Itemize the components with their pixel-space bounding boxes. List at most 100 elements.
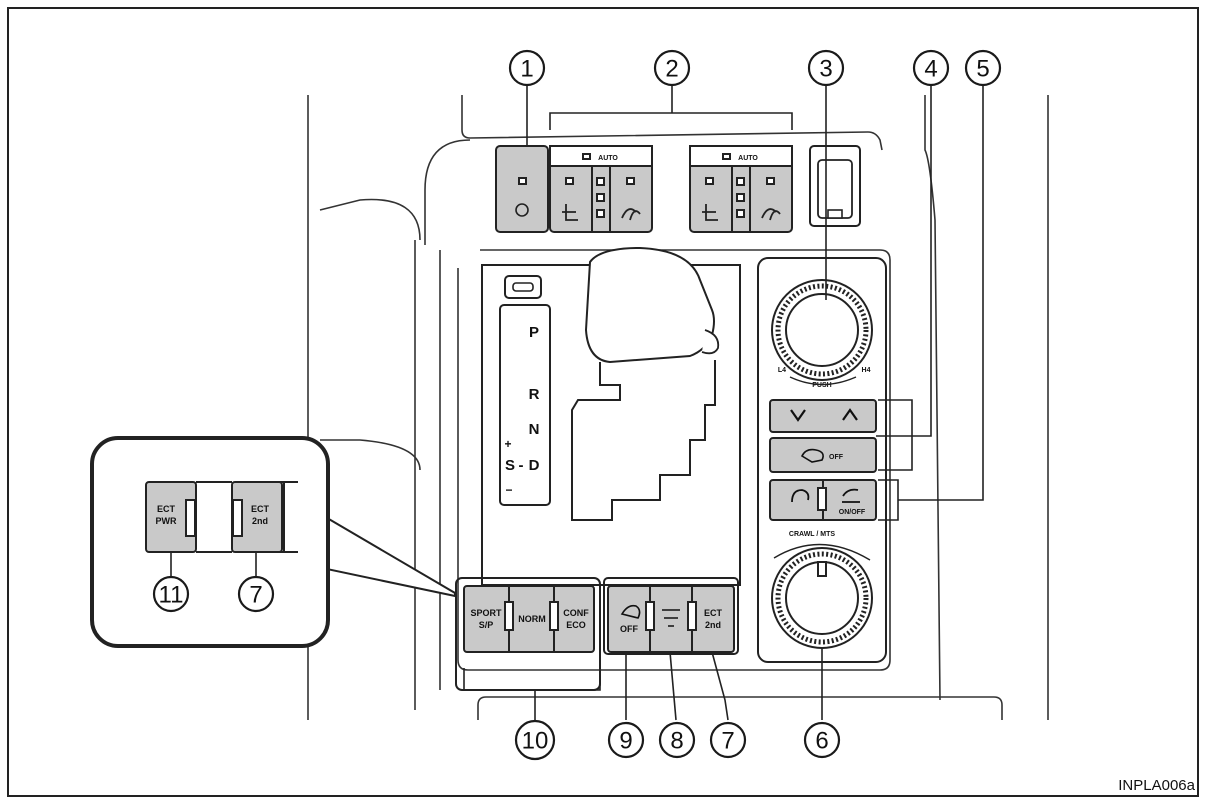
callout-1: 1 — [508, 49, 546, 87]
heater-led — [565, 177, 574, 185]
vent-led — [766, 177, 775, 185]
gear-n: N — [529, 421, 540, 438]
transfer-dial[interactable] — [785, 293, 859, 367]
auto-strip-right — [689, 145, 793, 167]
level-led — [596, 193, 605, 202]
shift-gate — [571, 360, 716, 521]
callout-4: 4 — [912, 49, 950, 87]
gear-r: R — [529, 386, 540, 403]
gear-indicator-plate — [499, 304, 551, 506]
indicator-led — [232, 499, 243, 537]
on-off-label: ON/OFF — [839, 509, 866, 516]
inset-zoom-panel — [90, 436, 330, 648]
console-left-trim — [414, 240, 441, 710]
seat-heat-icon — [702, 204, 718, 221]
auto-label-left: AUTO — [598, 155, 618, 162]
auto-strip-left — [549, 145, 653, 167]
inset-pwr-label: PWR — [156, 516, 177, 526]
callout-7: 7 — [709, 721, 747, 759]
console-right-edge — [924, 95, 941, 701]
level-led — [736, 177, 745, 186]
heater-led — [705, 177, 714, 185]
leader-line — [898, 86, 984, 501]
svg-text:5: 5 — [976, 56, 989, 83]
leader-line — [876, 86, 932, 437]
console-left-curve — [424, 139, 471, 245]
ect-label: ECT — [704, 608, 723, 618]
drive-assist-surround — [603, 577, 739, 655]
traction-off-label: OFF — [829, 454, 844, 461]
drive-assist-panel[interactable] — [607, 585, 735, 653]
auto-label-right: AUTO — [738, 155, 758, 162]
conf-label: CONF — [563, 608, 589, 618]
shift-lock-slot — [504, 275, 542, 299]
seat-vent-icon — [761, 208, 781, 221]
leader-bracket — [463, 668, 601, 691]
traction-icon — [800, 448, 824, 463]
left-trim-curve-2 — [320, 439, 421, 471]
crawl-mts-label: CRAWL / MTS — [789, 531, 835, 538]
indicator-led — [549, 601, 559, 631]
left-trim-curve — [319, 198, 421, 241]
gear-d: D — [529, 457, 540, 474]
dial-pointer — [817, 561, 827, 577]
zoom-pointer — [321, 513, 456, 598]
indicator-led — [504, 601, 514, 631]
level-led — [596, 209, 605, 218]
level-led — [736, 193, 745, 202]
svg-text:1: 1 — [520, 56, 533, 83]
callout-9: 9 — [607, 721, 645, 759]
downhill-assist-icon — [662, 609, 680, 627]
mode-arc — [773, 543, 871, 561]
seat-button-1[interactable] — [495, 145, 549, 233]
leader-line — [669, 651, 677, 721]
norm-label: NORM — [518, 614, 546, 624]
dial-label-l4: L4 — [778, 367, 786, 374]
svg-text:2: 2 — [665, 56, 678, 83]
gear-shift-knob[interactable] — [584, 246, 715, 364]
crawl-speed-button[interactable] — [769, 399, 877, 433]
shift-minus: − — [505, 483, 512, 497]
svg-text:11: 11 — [159, 582, 184, 609]
turn-assist-icon — [791, 489, 810, 503]
second-label: 2nd — [705, 620, 721, 630]
leader-bracket — [549, 112, 793, 130]
transfer-dial-knurl — [775, 283, 869, 377]
eco-label: ECO — [566, 620, 586, 630]
lower-console-outline — [457, 249, 891, 671]
svg-text:10: 10 — [522, 728, 549, 755]
gear-s-dash: - — [519, 457, 524, 474]
drive-mode-panel[interactable] — [463, 585, 595, 653]
callout-10: 10 — [514, 719, 556, 761]
leader-bracket — [878, 479, 899, 521]
callout-11-inset: 11 — [152, 575, 190, 613]
indicator-led — [687, 601, 697, 631]
chevron-up-icon — [842, 408, 858, 421]
vent-led — [626, 177, 635, 185]
inset-2nd-label: 2nd — [252, 516, 268, 526]
shift-lock-button[interactable] — [512, 282, 534, 292]
callout-2: 2 — [653, 49, 691, 87]
vsc-icon — [620, 604, 641, 619]
leader-lines — [463, 86, 984, 722]
seat-vent-icon — [621, 208, 641, 221]
svg-text:7: 7 — [249, 582, 262, 609]
leader-line — [711, 651, 729, 721]
callout-5: 5 — [964, 49, 1002, 87]
auto-led-right — [722, 153, 731, 160]
svg-text:6: 6 — [815, 728, 828, 755]
chevron-down-icon — [790, 409, 806, 422]
inset-ect-label-2: ECT — [251, 504, 270, 514]
sport-label: SPORT — [470, 608, 502, 618]
crawl-dial-knurl — [775, 551, 869, 645]
svg-text:7: 7 — [721, 728, 734, 755]
callout-8: 8 — [658, 721, 696, 759]
seat-icon — [515, 203, 529, 217]
port-slot — [827, 209, 843, 219]
level-led — [736, 209, 745, 218]
seat-heat-icon — [562, 204, 578, 221]
callout-6: 6 — [803, 721, 841, 759]
indicator-led — [185, 499, 196, 537]
callout-3: 3 — [807, 49, 845, 87]
